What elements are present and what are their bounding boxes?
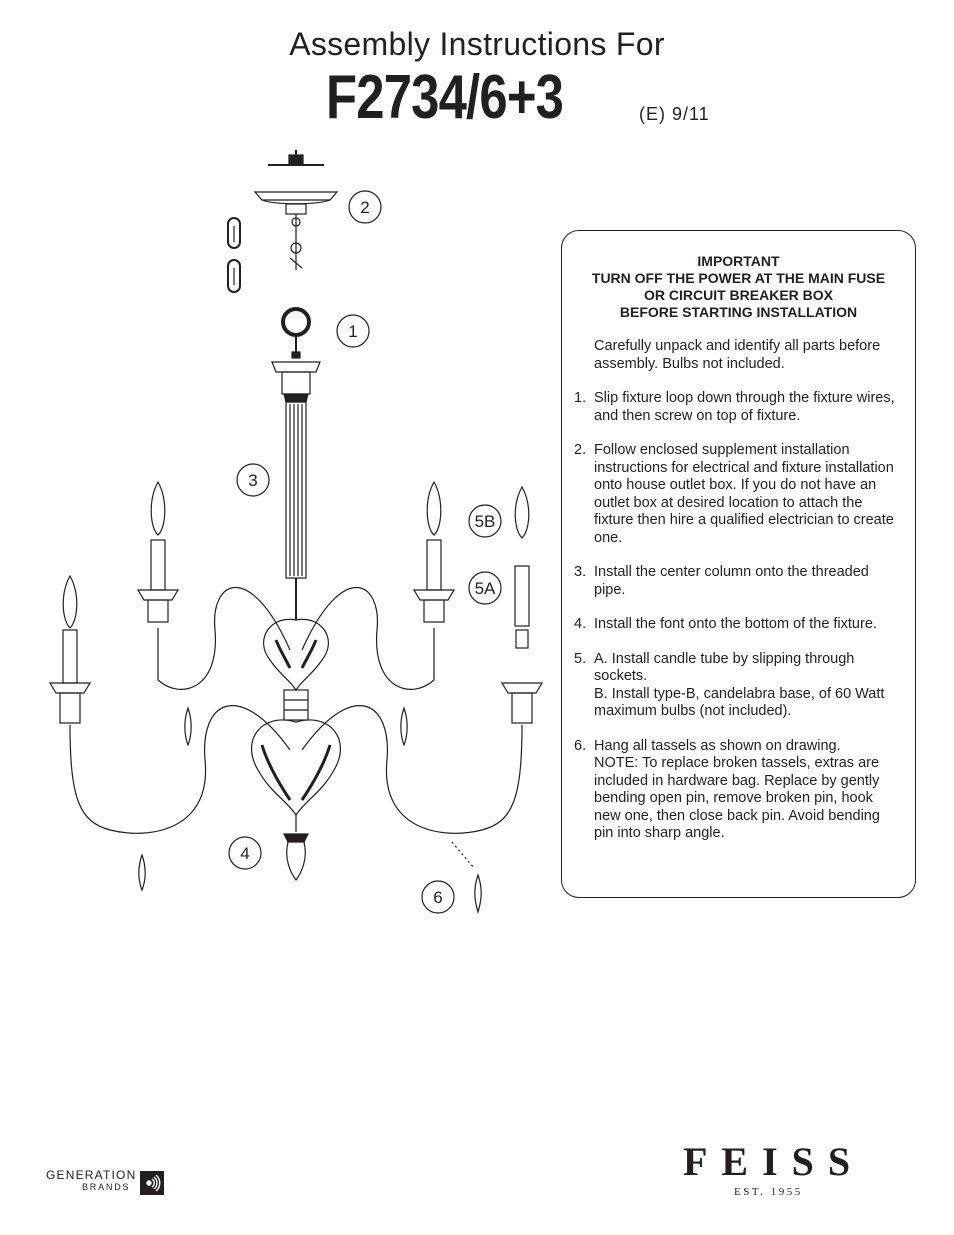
- step-text: Hang all tassels as shown on drawing.: [594, 737, 841, 754]
- step-number: 5.: [574, 650, 587, 667]
- candle-upper-left: [136, 480, 180, 623]
- step-text: Install the center column onto the threa…: [594, 564, 869, 598]
- lower-font: [251, 719, 341, 832]
- callout-1: [336, 314, 370, 348]
- important-line-3: OR CIRCUIT BREAKER BOX: [643, 287, 833, 303]
- upper-arms: [157, 586, 435, 690]
- gb-logo-top: GENERATION: [46, 1168, 137, 1182]
- upper-font: [263, 618, 329, 721]
- step-text: Follow enclosed supplement installation …: [594, 442, 894, 546]
- callout-2: [348, 190, 382, 224]
- callout-4: [228, 836, 262, 870]
- fixture-loop: [281, 307, 311, 359]
- callout-6: [421, 880, 455, 914]
- steps-list: 1. Slip fixture loop down through the fix…: [574, 390, 903, 843]
- candle-lower-right: [500, 485, 544, 724]
- instructions-panel: IMPORTANT TURN OFF THE POWER AT THE MAIN…: [561, 230, 916, 898]
- step-text: Slip fixture loop down through the fixtu…: [594, 390, 895, 424]
- revision-date: (E) 9/11: [639, 104, 710, 124]
- sound-wave-icon: [140, 1171, 164, 1195]
- step-3: 3. Install the center column onto the thr…: [574, 564, 903, 599]
- tassels: [138, 706, 482, 915]
- step-number: 3.: [574, 564, 587, 580]
- callout-3: [236, 463, 270, 497]
- callout-5a: [468, 571, 502, 605]
- feiss-established: EST. 1955: [734, 1186, 803, 1198]
- important-notice: IMPORTANT TURN OFF THE POWER AT THE MAIN…: [574, 253, 903, 321]
- step-number: 4.: [574, 616, 587, 632]
- step-6: 6. Hang all tassels as shown on drawing.N…: [574, 738, 903, 843]
- bottom-finial: [283, 833, 309, 882]
- step-text: A. Install candle tube by slipping throu…: [594, 650, 855, 685]
- callout-2-label: 2: [360, 198, 369, 217]
- intro-text: Carefully unpack and identify all parts …: [594, 338, 881, 372]
- canopy-part: [253, 150, 339, 270]
- callout-5b-label: 5B: [475, 512, 496, 531]
- chandelier-diagram: 2 1 3 5B 5A 4 6: [48, 150, 544, 915]
- step-number: 1.: [574, 390, 587, 406]
- step-number: 6.: [574, 737, 587, 754]
- lower-arms: [69, 705, 523, 834]
- callout-5b: [468, 504, 502, 538]
- step-text-b: NOTE: To replace broken tassels, extras …: [594, 755, 880, 841]
- callout-5a-label: 5A: [475, 579, 496, 598]
- step-2: 2. Follow enclosed supplement installatio…: [574, 442, 903, 547]
- title-line1: Assembly Instructions For: [289, 26, 665, 62]
- callout-6-label: 6: [433, 888, 442, 907]
- candle-lower-left: [48, 574, 92, 724]
- center-column: [271, 361, 321, 620]
- important-line-4: BEFORE STARTING INSTALLATION: [619, 304, 858, 320]
- callout-1-label: 1: [348, 322, 357, 341]
- important-line-2: TURN OFF THE POWER AT THE MAIN FUSE: [591, 270, 886, 286]
- chain-links: [227, 217, 241, 293]
- step-5: 5. A. Install candle tube by slipping thr…: [574, 651, 903, 721]
- step-number: 2.: [574, 442, 587, 458]
- step-4: 4. Install the font onto the bottom of th…: [574, 616, 903, 634]
- step-text: Install the font onto the bottom of the …: [594, 616, 877, 632]
- gb-logo-bottom: BRANDS: [82, 1182, 131, 1192]
- candle-upper-right: [412, 480, 456, 623]
- important-line-1: IMPORTANT: [697, 253, 780, 269]
- step-1: 1. Slip fixture loop down through the fix…: [574, 390, 903, 425]
- generation-brands-logo: GENERATION BRANDS: [46, 1168, 164, 1195]
- feiss-logo: FEISS: [683, 1139, 865, 1184]
- step-text-b: B. Install type-B, candelabra base, of 6…: [594, 685, 885, 720]
- model-number: F2734/6+3: [326, 63, 564, 132]
- callout-3-label: 3: [248, 471, 257, 490]
- callout-4-label: 4: [240, 844, 249, 863]
